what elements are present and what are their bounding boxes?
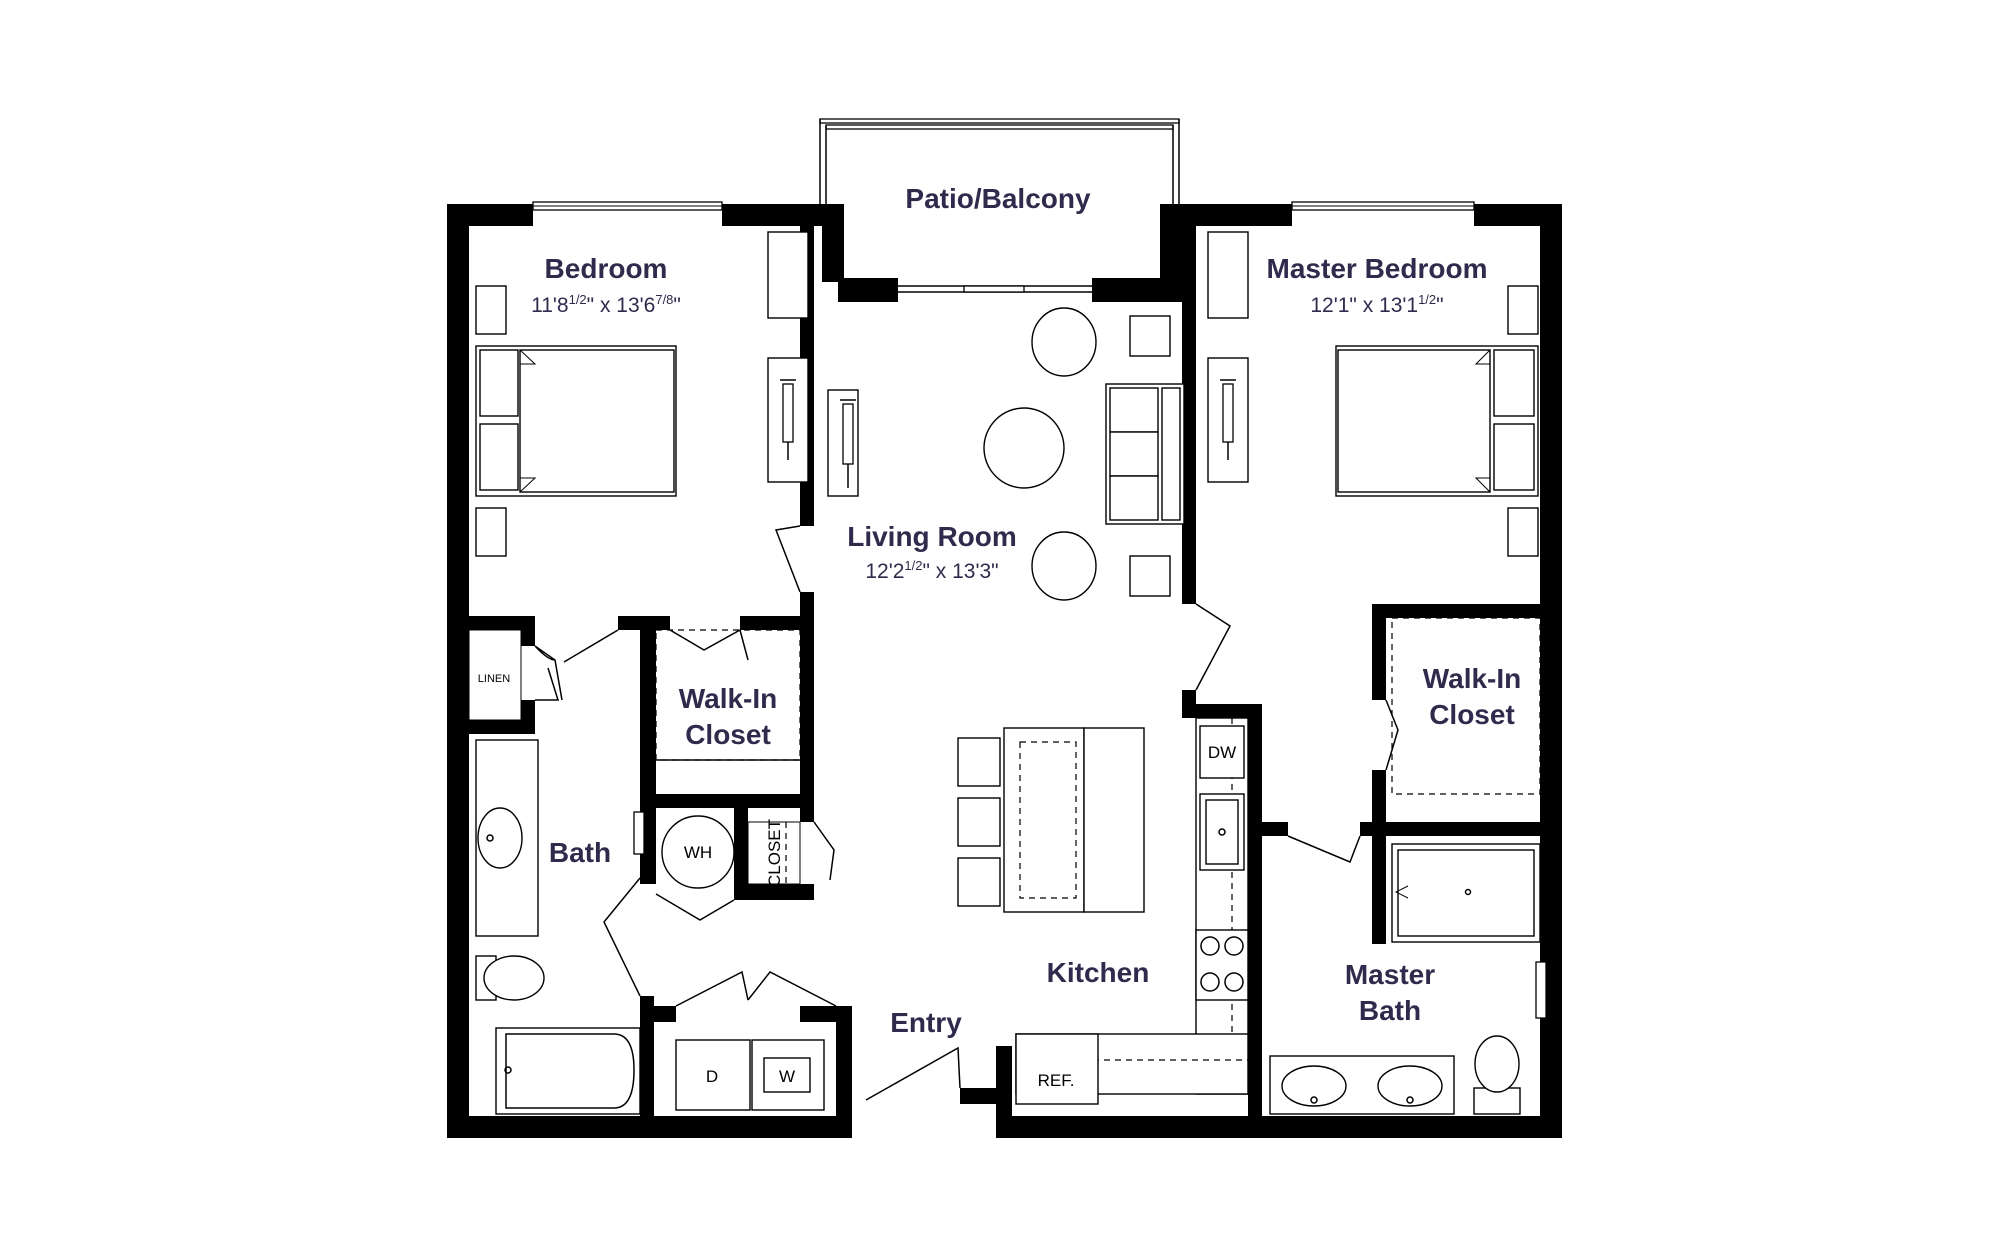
closet-label: CLOSET: [765, 819, 784, 887]
walk-in-closet-right-label-2: Closet: [1429, 699, 1515, 730]
bath-fixtures: [475, 739, 645, 1115]
bedroom-furniture: [475, 231, 809, 557]
linen-label: LINEN: [478, 673, 510, 685]
master-bedroom-dimensions: 12'1" x 13'11/2": [1310, 292, 1443, 317]
bath-label: Bath: [549, 837, 611, 868]
windows: [532, 201, 1475, 293]
living-room-label: Living Room: [847, 521, 1017, 552]
kitchen-label: Kitchen: [1047, 957, 1150, 988]
bedroom-label: Bedroom: [545, 253, 668, 284]
master-bedroom-furniture: [1207, 231, 1539, 557]
patio-label: Patio/Balcony: [905, 183, 1091, 214]
master-bath-label-2: Bath: [1359, 995, 1421, 1026]
walk-in-closet-left-label-2: Closet: [685, 719, 771, 750]
living-room-dimensions: 12'21/2" x 13'3": [865, 558, 998, 583]
kitchen-counters: [1015, 717, 1249, 1105]
living-room-furniture: [827, 307, 1185, 601]
patio-railing: [819, 118, 1180, 205]
bedroom-dimensions: 11'81/2" x 13'67/8": [531, 292, 681, 317]
walk-in-closet-left-label-1: Walk-In: [679, 683, 778, 714]
master-bedroom-label: Master Bedroom: [1267, 253, 1488, 284]
refrigerator-label: REF.: [1038, 1071, 1075, 1090]
walk-in-closet-right-label-1: Walk-In: [1423, 663, 1522, 694]
kitchen-island: [957, 727, 1145, 913]
washer-label: W: [779, 1067, 795, 1086]
laundry: [675, 1039, 825, 1111]
master-bath-fixtures: [1269, 843, 1547, 1115]
dishwasher-label: DW: [1208, 743, 1236, 762]
doors: [534, 525, 1399, 1101]
dryer-label: D: [706, 1067, 718, 1086]
master-bath-label-1: Master: [1345, 959, 1435, 990]
water-heater-label: WH: [684, 843, 712, 862]
utility-fixtures: [468, 617, 1541, 889]
entry-label: Entry: [890, 1007, 962, 1038]
